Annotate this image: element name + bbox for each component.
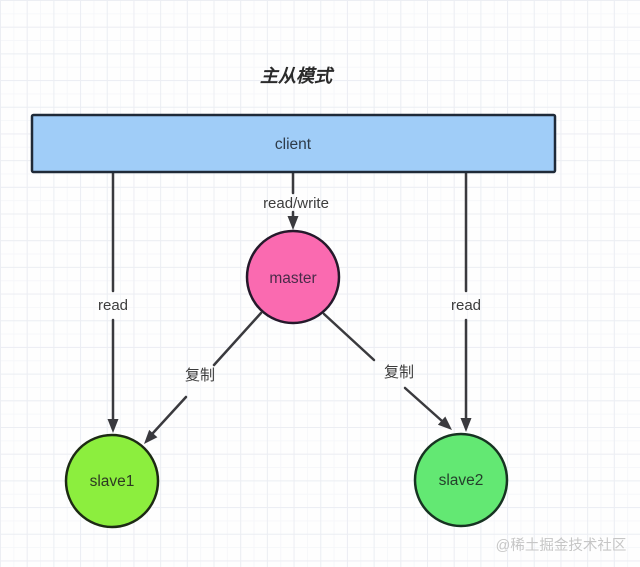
arrowhead-master-slave2 [437,416,452,430]
arrowhead-client-slave2 [460,418,472,432]
arrowhead-master-slave1 [144,429,158,444]
diagram-title: 主从模式 [260,66,335,86]
edge-master-slave1 [151,395,188,435]
arrowhead-client-slave1 [107,419,119,433]
slave1-node [64,433,160,529]
arrowhead-client-master [287,216,299,230]
edge-label-replicate-left: 复制 [185,366,215,384]
client-node [30,113,557,174]
arrowheads [107,216,472,444]
edge-label-read-write: read/write [263,195,329,212]
edge-labels: read/write read read 复制 复制 [98,195,481,384]
master-label: master [269,270,316,287]
slave1-label: slave1 [90,473,135,490]
edge-lines [111,170,468,435]
edge-master-slave2 [403,386,444,423]
slave2-label: slave2 [439,472,484,489]
master-node [245,229,341,325]
edge-label-replicate-right: 复制 [384,363,414,381]
edge-label-read-right: read [451,297,481,314]
edge-master-slave2 [322,312,376,362]
client-label: client [275,136,312,153]
edge-master-slave1 [212,311,263,367]
edge-label-read-left: read [98,297,128,314]
slave2-node [413,432,509,528]
watermark: @稀土掘金技术社区 [496,537,627,554]
